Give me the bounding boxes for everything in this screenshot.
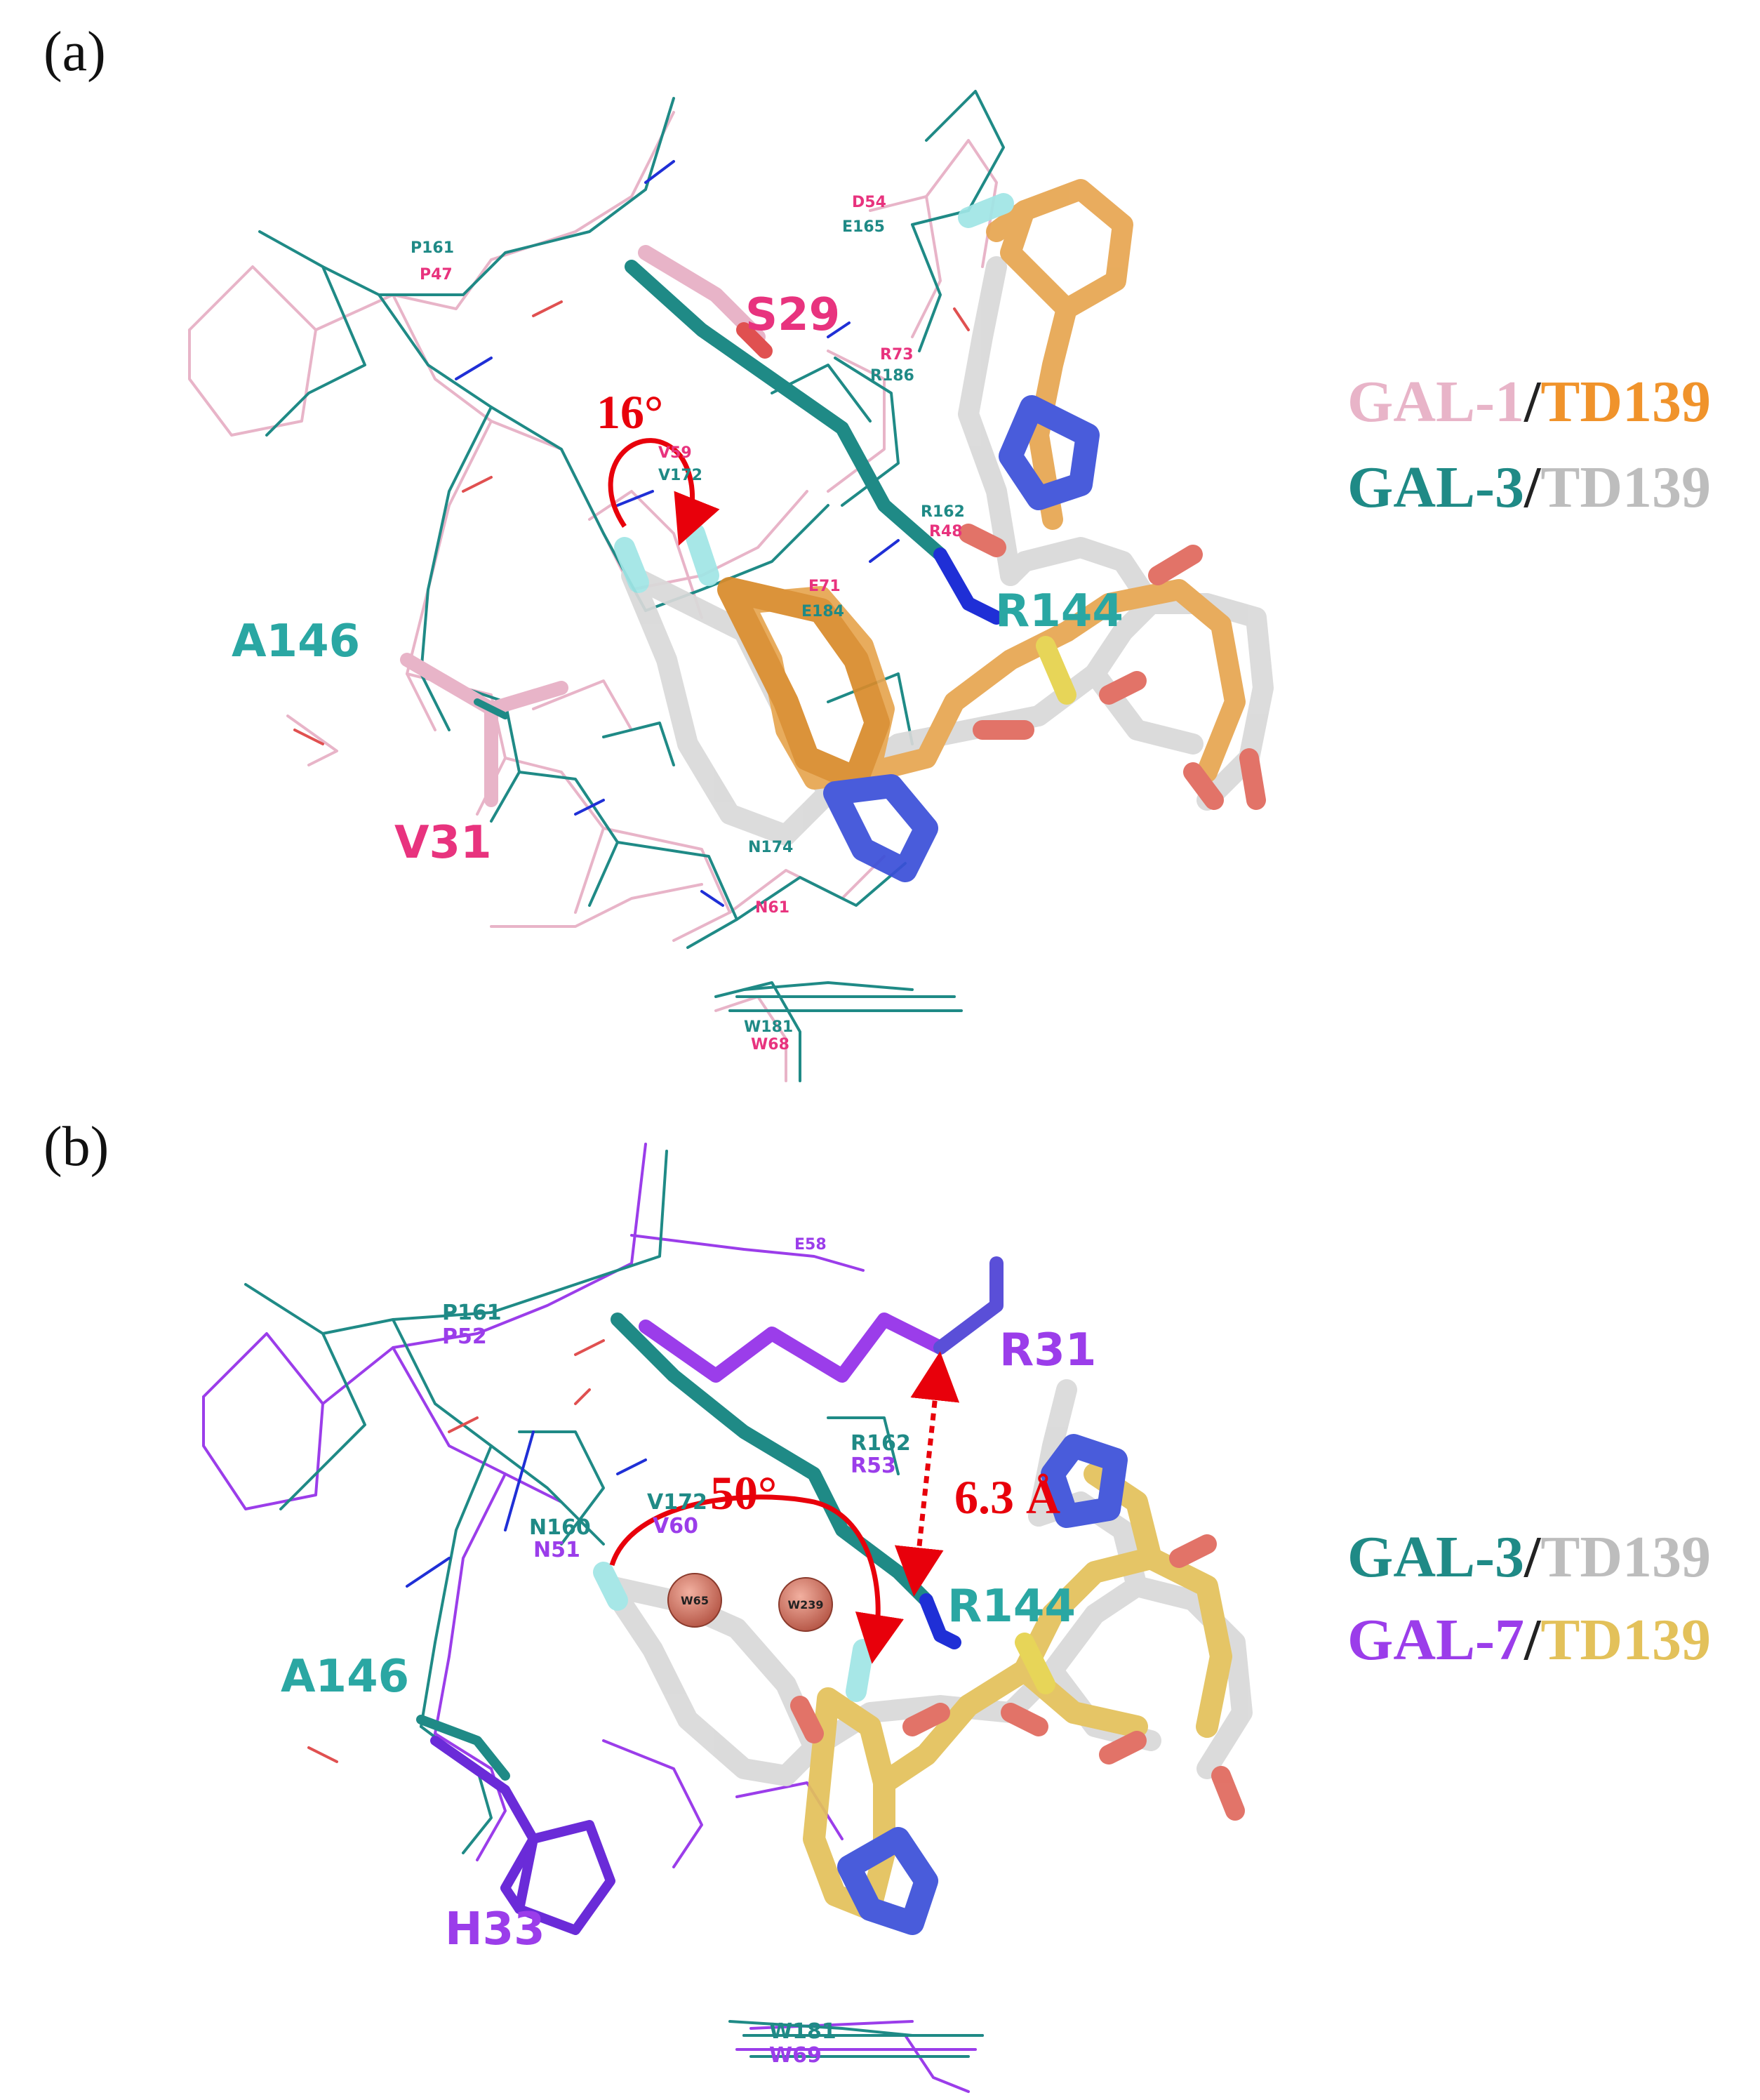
label-p52: P52 bbox=[442, 1324, 487, 1349]
legend-a-row-1: GAL-1/TD139 bbox=[1347, 369, 1711, 434]
label-e71: E71 bbox=[808, 578, 841, 595]
label-w68: W68 bbox=[751, 1036, 789, 1054]
label-s29: S29 bbox=[745, 289, 840, 341]
label-v31: V31 bbox=[394, 817, 492, 869]
label-w65: W65 bbox=[681, 1594, 709, 1607]
panel-b-label: (b) bbox=[44, 1116, 109, 1178]
label-w181-b: W181 bbox=[769, 2019, 836, 2044]
nitrogen-bonds-a bbox=[455, 160, 900, 907]
label-p161-a: P161 bbox=[411, 239, 454, 257]
label-v60: V60 bbox=[653, 1514, 698, 1539]
label-n174: N174 bbox=[748, 839, 793, 856]
label-n160: N160 bbox=[529, 1515, 591, 1540]
label-r73: R73 bbox=[880, 346, 914, 364]
distance-arrow bbox=[894, 1351, 960, 1597]
legend-b-2-protein: GAL-7 bbox=[1347, 1607, 1524, 1673]
panel-a-protein-wires bbox=[188, 90, 1005, 1082]
legend-b-row-2: GAL-7/TD139 bbox=[1347, 1607, 1711, 1673]
r31-guanidinium bbox=[933, 1256, 1004, 1355]
label-e58: E58 bbox=[794, 1236, 827, 1254]
panel-b-ligands bbox=[593, 1379, 1253, 1935]
legend-b-1-protein: GAL-3 bbox=[1347, 1524, 1524, 1590]
water-w239 bbox=[778, 1577, 833, 1632]
r144-guanidinium-b bbox=[919, 1593, 961, 1649]
angle-arrow-a bbox=[608, 438, 720, 546]
panel-a-legend: GAL-1/TD139 GAL-3/TD139 bbox=[1347, 369, 1711, 520]
label-w181-a: W181 bbox=[744, 1018, 793, 1036]
panel-a-label: (a) bbox=[44, 21, 106, 83]
label-a146-b: A146 bbox=[281, 1651, 409, 1703]
triazole-a bbox=[823, 395, 1100, 882]
panel-a-ligands bbox=[614, 179, 1274, 882]
label-r186: R186 bbox=[870, 367, 914, 385]
label-r53: R53 bbox=[851, 1454, 896, 1478]
label-r31: R31 bbox=[999, 1324, 1096, 1376]
legend-a-1-protein: GAL-1 bbox=[1347, 369, 1524, 434]
legend-b-1-ligand: TD139 bbox=[1540, 1524, 1711, 1590]
oxygen-atoms-a bbox=[959, 524, 1266, 810]
legend-b-2-ligand: TD139 bbox=[1540, 1607, 1711, 1673]
label-a146-a: A146 bbox=[232, 616, 360, 667]
triazole-b bbox=[837, 1434, 1128, 1935]
label-p47: P47 bbox=[420, 266, 453, 284]
h33-stick bbox=[514, 1820, 615, 1935]
legend-a-2-ligand: TD139 bbox=[1540, 455, 1711, 520]
td139-gal1-a bbox=[733, 179, 1246, 790]
panel-b-legend: GAL-3/TD139 GAL-7/TD139 bbox=[1347, 1524, 1711, 1673]
label-w239: W239 bbox=[787, 1598, 823, 1611]
nitrogen-bonds-b bbox=[406, 1430, 647, 1588]
label-n61: N61 bbox=[755, 899, 789, 917]
oxygen-bonds-b bbox=[307, 1339, 605, 1763]
panel-a-side-chains bbox=[400, 245, 1004, 807]
label-r162-b: R162 bbox=[851, 1431, 911, 1456]
legend-a-2-protein: GAL-3 bbox=[1347, 455, 1524, 520]
label-v172-b: V172 bbox=[647, 1490, 707, 1515]
r31-stick bbox=[639, 1312, 947, 1383]
label-e184: E184 bbox=[801, 603, 844, 620]
angle-arrow-b bbox=[609, 1494, 905, 1664]
panel-a-residue-labels: P161 P47 D54 E165 S29 R73 R186 V59 V172 … bbox=[232, 194, 1124, 1054]
legend-b-row-1: GAL-3/TD139 bbox=[1347, 1524, 1711, 1590]
angle-label-b: 50° bbox=[710, 1466, 777, 1520]
legend-a-1-ligand: TD139 bbox=[1540, 369, 1711, 434]
label-r48: R48 bbox=[929, 523, 963, 540]
label-r162-a: R162 bbox=[921, 503, 965, 521]
s29-oxygen bbox=[736, 322, 773, 359]
r144-guanidinium-a bbox=[933, 547, 1004, 625]
gal1-wireframe bbox=[188, 111, 998, 1082]
label-w69: W69 bbox=[769, 2043, 822, 2068]
water-w65 bbox=[667, 1573, 722, 1628]
r144-stick-a bbox=[625, 260, 947, 561]
distance-label: 6.3 Å bbox=[954, 1470, 1060, 1524]
label-n51: N51 bbox=[533, 1538, 580, 1562]
angle-label-a: 16° bbox=[596, 385, 663, 439]
panel-b-protein-wires bbox=[202, 1143, 984, 2093]
label-v172-a: V172 bbox=[658, 467, 702, 484]
label-r144-b: R144 bbox=[947, 1581, 1076, 1633]
label-e165: E165 bbox=[842, 218, 885, 236]
label-r144-a: R144 bbox=[995, 585, 1124, 637]
label-v59: V59 bbox=[658, 444, 692, 462]
label-h33: H33 bbox=[445, 1903, 545, 1955]
label-p161-b: P161 bbox=[442, 1301, 502, 1325]
panel-a: (a) bbox=[44, 21, 1711, 1082]
panel-b-waters: W65 W239 bbox=[667, 1573, 833, 1632]
panel-b: (b) bbox=[44, 1116, 1711, 2093]
gal3-wireframe-b bbox=[244, 1150, 984, 2058]
oxygen-atoms-b bbox=[790, 1534, 1245, 1821]
gal7-wireframe bbox=[202, 1143, 984, 2093]
label-d54: D54 bbox=[852, 194, 886, 211]
oxygen-bonds-a bbox=[293, 300, 970, 745]
panel-b-residue-labels: E58 P161 P52 R31 R162 R53 V172 V60 N160 … bbox=[281, 1236, 1096, 2068]
legend-a-row-2: GAL-3/TD139 bbox=[1347, 455, 1711, 520]
